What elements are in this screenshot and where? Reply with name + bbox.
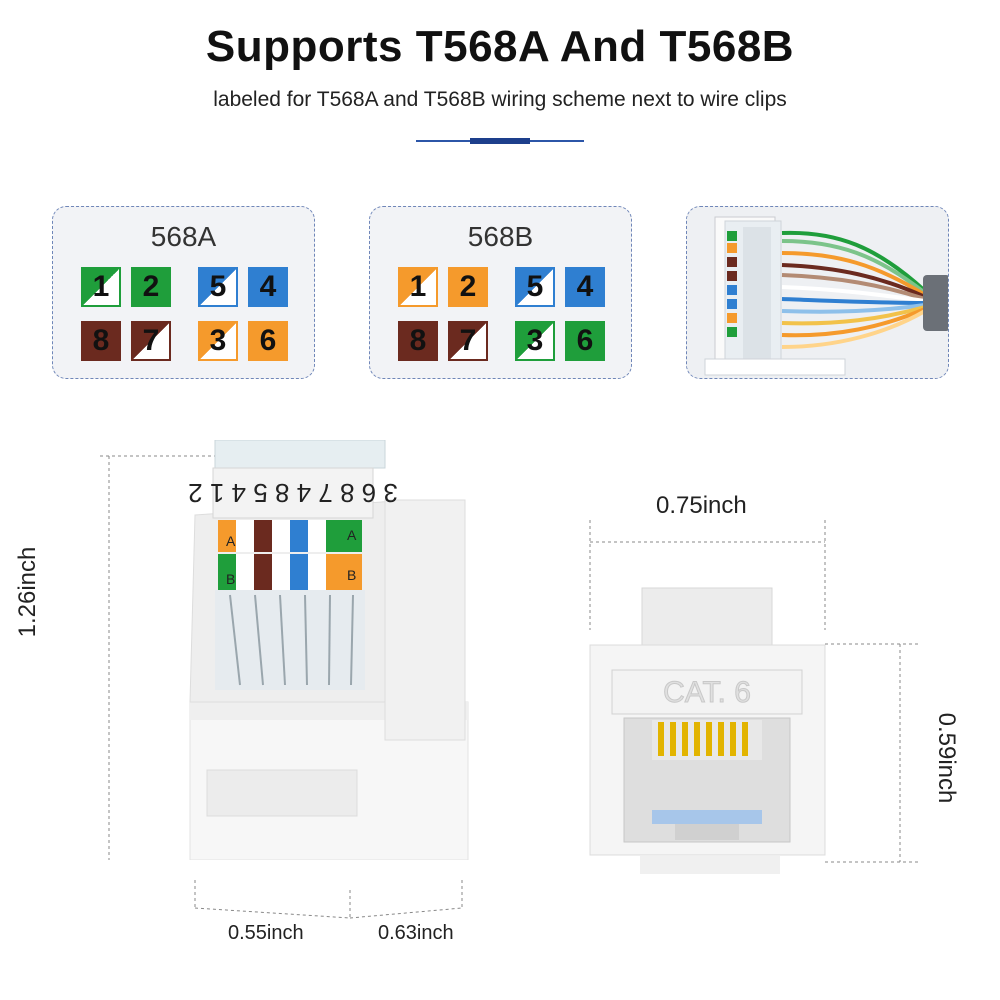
scheme-a-mark-left: A <box>226 533 236 549</box>
cat6-label: CAT. 6 <box>663 676 751 709</box>
depth-dim-back: 0.63inch <box>378 922 454 944</box>
width-dim-front: 0.75inch <box>656 492 747 519</box>
height-dim-front: 0.59inch <box>933 712 960 804</box>
pin-tile: 1 <box>81 267 121 307</box>
pin-tile: 4 <box>565 267 605 307</box>
scheme-b-mark-left: B <box>226 571 235 587</box>
pin-number: 8 <box>409 324 427 357</box>
page-subtitle: labeled for T568A and T568B wiring schem… <box>213 88 787 111</box>
pin-number: 5 <box>209 270 227 303</box>
wired-keystone-illustration <box>687 207 948 378</box>
scheme-label-568a: 568A <box>150 221 217 252</box>
pin-tile: 8 <box>81 321 121 361</box>
pin-tile: 3 <box>515 321 555 361</box>
pin-tile: 4 <box>248 267 288 307</box>
pin-tile: 5 <box>515 267 555 307</box>
depth-dim-front: 0.55inch <box>228 922 304 944</box>
keystone-side-view: 3 6 8 7 4 8 5 4 1 2 A B A B <box>95 440 505 860</box>
keystone-front-view: CAT. 6 <box>580 510 960 880</box>
pin-number: 7 <box>142 324 160 357</box>
pin-tile: 6 <box>565 321 605 361</box>
pin-tile: 1 <box>398 267 438 307</box>
pin-tile: 3 <box>198 321 238 361</box>
page-title: Supports T568A And T568B <box>205 22 795 71</box>
pin-number: 8 <box>92 324 110 357</box>
pin-number: 7 <box>459 324 477 357</box>
pin-tile: 6 <box>248 321 288 361</box>
pin-number: 2 <box>142 270 160 303</box>
pin-tile: 2 <box>131 267 171 307</box>
side-depth-guides <box>194 880 463 920</box>
pin-number: 6 <box>259 324 277 357</box>
pin-tile: 8 <box>398 321 438 361</box>
pin-number: 4 <box>576 270 594 303</box>
pin-tile: 7 <box>448 321 488 361</box>
pin-tile: 2 <box>448 267 488 307</box>
pin-number: 3 <box>209 324 227 357</box>
clip-numbers: 3 6 8 7 4 8 5 4 1 2 <box>188 478 398 508</box>
pin-number: 1 <box>409 270 427 303</box>
title-divider-accent <box>470 138 530 144</box>
pin-number: 4 <box>259 270 277 303</box>
pin-number: 6 <box>576 324 594 357</box>
pin-number: 3 <box>526 324 544 357</box>
wired-keystone-photo <box>686 206 949 379</box>
scheme-label-568b: 568B <box>467 221 534 252</box>
pin-tile: 7 <box>131 321 171 361</box>
pin-number: 1 <box>92 270 110 303</box>
pin-number: 2 <box>459 270 477 303</box>
scheme-card-568b: 568B 1 2 5 4 8 7 3 6 <box>369 206 632 379</box>
scheme-b-mark-right: B <box>347 567 356 583</box>
pin-number: 5 <box>526 270 544 303</box>
scheme-a-mark-right: A <box>347 527 357 543</box>
pin-tile: 5 <box>198 267 238 307</box>
scheme-card-568a: 568A 1 2 5 4 8 7 3 6 <box>52 206 315 379</box>
height-dim-side: 1.26inch <box>14 546 41 638</box>
